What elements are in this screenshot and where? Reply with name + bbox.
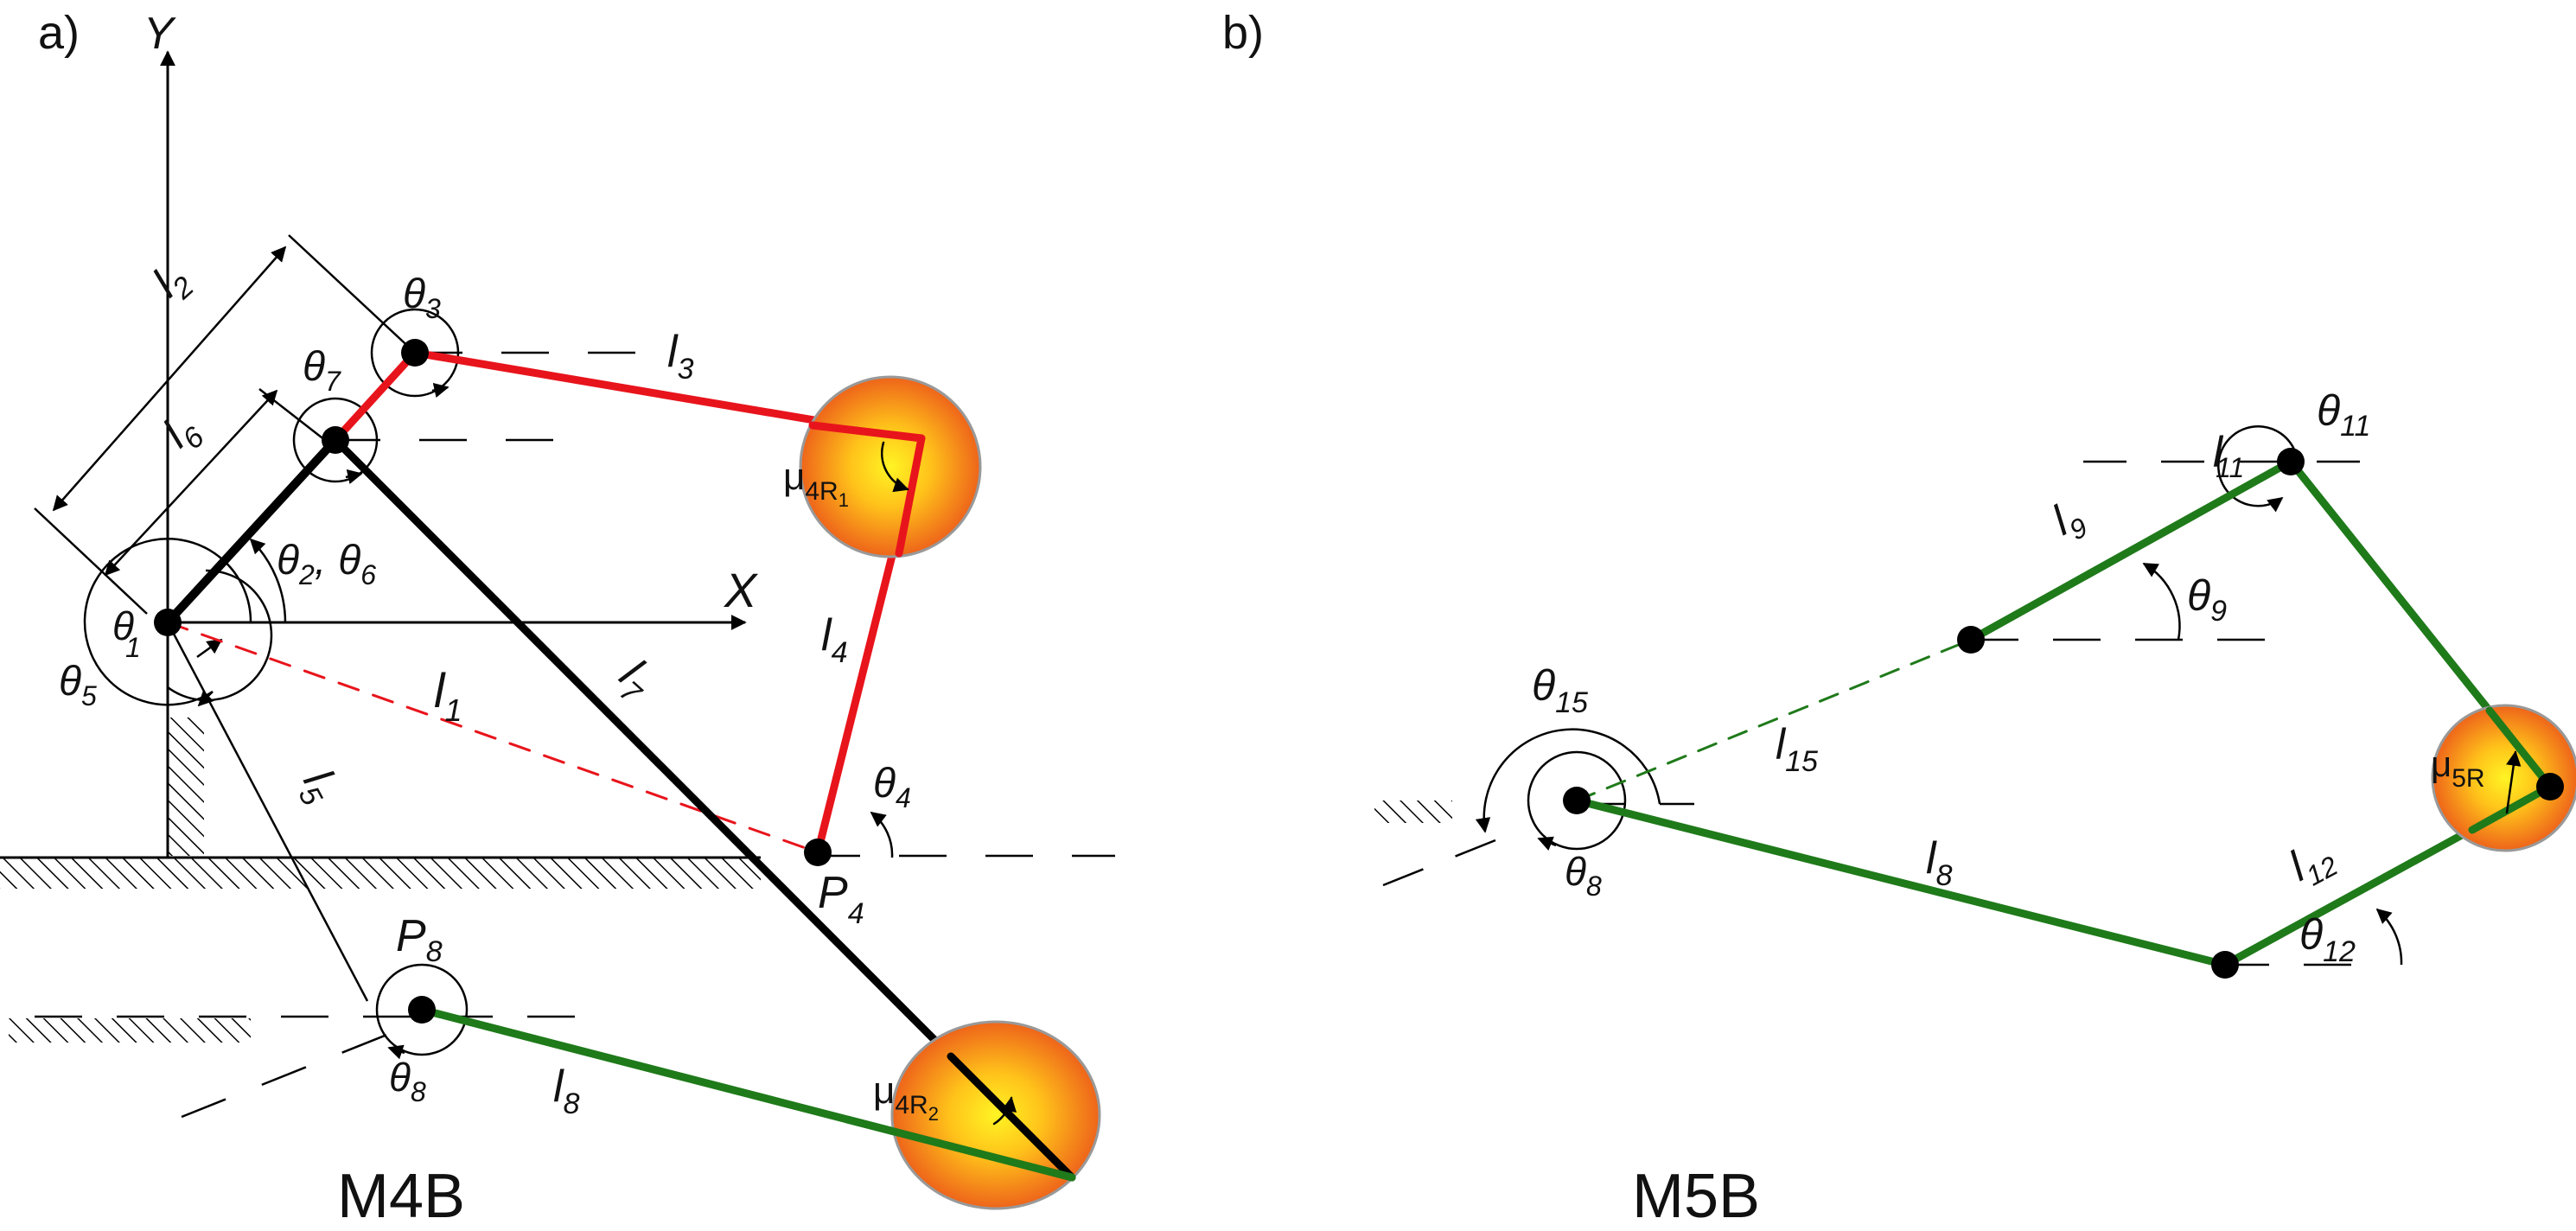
svg-text:l1: l1 [434,663,462,728]
labels-b: l9 l11 l15 l8 l12 θ9 θ11 θ15 θ8 θ12 μ5R [1532,386,2485,968]
svg-text:θ1: θ1 [112,603,141,663]
svg-text:θ12: θ12 [2299,910,2356,968]
label-p4: P [818,868,848,918]
svg-text:l9: l9 [2044,490,2093,551]
y-axis-label: Y [143,9,176,59]
label-l11: l [2213,428,2224,476]
svg-text:θ9: θ9 [2187,571,2227,628]
joint-b-top [2277,448,2305,475]
ground-hatch-a [0,718,761,1043]
label-theta2: θ [277,538,299,584]
dimension-lines-a [34,234,1115,1119]
label-theta7: θ [303,344,325,390]
joint-p4 [804,839,832,866]
svg-text:l8: l8 [1926,833,1953,892]
svg-text:P4: P4 [818,868,864,930]
angle-arcs-b [1475,425,2403,966]
label-theta3: θ [403,271,425,317]
panel-b-tag: b) [1222,7,1264,59]
panel-b: b) [1222,7,2576,1231]
label-theta9: θ [2187,571,2210,620]
svg-text:l3: l3 [667,327,694,386]
svg-text:l11: l11 [2213,428,2244,483]
svg-text:P8: P8 [396,911,443,968]
svg-text:l2: l2 [143,252,201,311]
joint-l6-end [322,426,349,454]
link-l2-upper [331,348,419,444]
label-theta8: θ [389,1055,411,1100]
svg-text:θ5: θ5 [59,659,97,711]
reference-lines-b [1382,460,2386,966]
label-l15: l [1776,720,1787,769]
joint-l2-end [401,339,429,367]
angle-arcs-a [83,308,894,1060]
link-l9 [1967,457,2295,644]
label-l4: l [821,610,832,660]
ball-mu-4r1 [799,375,982,558]
caption-m5b: M5B [1632,1162,1760,1231]
ground-hatch-b [1374,800,1452,823]
label-p8: P [396,911,426,961]
joint-origin [154,609,182,636]
joints-b [1563,448,2564,979]
svg-text:θ7: θ7 [303,344,341,397]
joint-b-ball [2536,773,2564,800]
label-l8-b: l [1926,833,1937,883]
link-l8-b [1572,796,2229,969]
links-over-ball-b [2468,706,2554,834]
label-l8: l [553,1062,564,1112]
label-theta1: θ [112,603,134,648]
svg-text:l5: l5 [287,762,349,811]
link-l6 [163,436,340,627]
link-l15-dashed [1575,638,1973,802]
svg-text:θ15: θ15 [1532,661,1588,719]
label-mu-4r1: μ [783,456,805,498]
panel-a-tag: a) [38,7,80,59]
svg-text:l15: l15 [1776,720,1818,778]
svg-text:μ4R1: μ4R1 [783,456,849,511]
label-theta8-b: θ [1565,849,1586,894]
svg-text:μ4R2: μ4R2 [873,1069,939,1125]
label-theta4: θ [873,761,896,807]
link-l1-dashed [166,621,819,854]
svg-text:θ8: θ8 [1565,849,1602,902]
label-theta5: θ [59,659,81,705]
caption-m4b: M4B [337,1162,465,1231]
svg-text:μ5R: μ5R [2431,743,2485,793]
label-l3: l [667,327,679,377]
label-theta11: θ [2317,386,2340,435]
svg-text:θ4: θ4 [873,761,911,813]
joint-b-bottom [2211,951,2239,979]
label-mu-4r2: μ [873,1069,895,1112]
label-theta15: θ [1532,661,1555,710]
svg-text:θ8: θ8 [389,1055,426,1107]
svg-text:l12: l12 [2281,828,2343,896]
label-theta12: θ [2299,910,2323,959]
label-l1: l [434,663,446,718]
joint-b-ground [1563,787,1591,814]
joint-p8 [408,996,436,1024]
svg-text:l7: l7 [606,650,665,711]
svg-text:l8: l8 [553,1062,580,1120]
panel-a: a) Y X [0,7,1115,1231]
svg-text:l4: l4 [821,610,847,669]
svg-text:θ11: θ11 [2317,386,2370,443]
labels-a: l2 l6 l3 l1 l7 l4 l5 l8 θ3 θ7 θ2,θ6 θ1 θ… [59,252,939,1125]
ball-mu-4r2 [890,1020,1101,1210]
svg-text:l6: l6 [154,403,211,462]
label-mu-5r: μ [2431,743,2452,784]
svg-text:θ2,θ6: θ2,θ6 [277,538,376,590]
ball-mu-5r [2431,704,2576,852]
joints-a [154,339,832,1024]
svg-text:θ3: θ3 [403,271,441,324]
links-over-balls-a [808,421,1076,1182]
x-axis-label: X [723,563,759,617]
joint-b-l9-start [1957,626,1985,654]
